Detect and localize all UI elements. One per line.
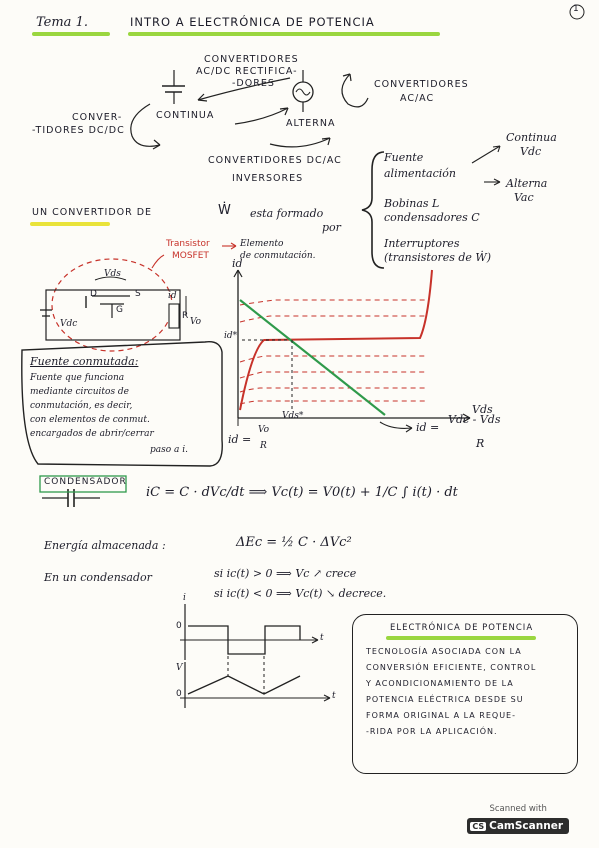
electronica-line-1: Tecnología asociada con la (366, 647, 522, 656)
electronica-highlight (386, 636, 536, 640)
condensador-rule-1: si ic(t) > 0 ⟹ Vc ↗ crece (214, 567, 357, 580)
acdc-line-1: CONVERTIDORES (204, 54, 299, 65)
acdc-line-2: AC/DC Rectifica- (196, 66, 298, 77)
item-alimentacion: alimentación (384, 167, 456, 180)
tema-label: Tema 1. (36, 15, 88, 30)
graph-id-star: id* (224, 331, 238, 341)
waveform-i-t: t (320, 633, 324, 643)
electronica-box (352, 614, 578, 774)
fuente-line-4: con elementos de conmut. (30, 415, 150, 425)
waveform-v-axis: V (176, 663, 183, 673)
conmutacion-line-1: Elemento (240, 239, 284, 249)
graph-vds-star: Vds* (282, 411, 304, 421)
energia-label: Energía almacenada : (44, 539, 166, 552)
alterna-type: Alterna (506, 177, 548, 190)
composition-highlight (30, 222, 110, 226)
electronica-line-2: conversión eficiente, control (366, 663, 537, 672)
acdc-line-3: -DORES (232, 78, 275, 89)
fuente-line-6: paso a i. (150, 445, 188, 455)
vdc-label: Vdc (60, 319, 78, 329)
acac-line-2: AC/AC (400, 93, 435, 104)
fuente-line-3: conmutación, es decir, (30, 401, 133, 411)
source-label: S (135, 289, 141, 299)
dcac-line-2: INVERSORES (232, 173, 304, 184)
tema-highlight (32, 32, 110, 36)
scanner-brand: CamScanner (489, 820, 563, 832)
item-condensadores: condensadores C (384, 211, 480, 224)
acac-line-1: CONVERTIDORES (374, 79, 469, 90)
item-fuente: Fuente (384, 151, 424, 164)
fuente-line-5: encargados de abrir/cerrar (30, 429, 154, 439)
graph-id-axis: id (232, 257, 243, 270)
title-highlight (128, 32, 440, 36)
item-bobinas: Bobinas L (384, 197, 440, 210)
composition-por: por (322, 221, 341, 234)
camscanner-icon: CS (470, 822, 487, 831)
vo-denominator: R (260, 441, 267, 451)
waveform-i-zero: 0 (176, 621, 182, 631)
id-eq-left: id = (228, 433, 252, 446)
resistor-label: R (182, 311, 189, 321)
frac-right-denominator: R (476, 437, 485, 450)
electronica-line-3: y acondicionamiento de la (366, 679, 514, 688)
page-number: 1 (573, 4, 579, 14)
mosfet-label: MOSFET (172, 251, 209, 261)
continua-type: Continua (506, 131, 557, 144)
alterna-vac: Vac (514, 191, 534, 204)
dcdc-line-1: CONVER- (72, 112, 123, 123)
continua-label: CONTINUA (156, 110, 215, 121)
page-title: INTRO A ELECTRÓNICA DE POTENCIA (130, 15, 375, 29)
scanner-top-text: Scanned with (489, 804, 547, 814)
waveform-v-t: t (332, 691, 336, 701)
dcac-line-1: CONVERTIDORES DC/AC (208, 155, 342, 166)
circuit-id-label: id (168, 291, 177, 301)
waveform-v-zero: 0 (176, 689, 182, 699)
electronica-line-6: -rida por la aplicación. (366, 727, 498, 736)
energia-equation: ΔEc = ½ C · ΔVc² (236, 535, 352, 550)
continua-vdc: Vdc (520, 145, 542, 158)
graph-vds-axis: Vds (472, 403, 493, 416)
composition-symbol: Ẇ (218, 203, 231, 218)
electronica-line-4: potencia eléctrica desde su (366, 695, 524, 704)
vo-label: Vo (190, 317, 202, 327)
condensador-prefix: En un condensador (44, 571, 152, 584)
id-eq-right: id = (416, 421, 440, 434)
composition-prefix: UN CONVERTIDOR DE (32, 207, 153, 218)
frac-right-numerator: Vdc - Vds (448, 413, 501, 426)
alterna-label: ALTERNA (286, 118, 336, 129)
transistor-label: Transistor (166, 239, 210, 249)
condensador-rule-2: si ic(t) < 0 ⟹ Vc(t) ↘ decrece. (214, 587, 387, 600)
fuente-title: Fuente conmutada: (30, 355, 139, 368)
capacitor-equation: iC = C · dVc/dt ⟹ Vc(t) = V0(t) + 1/C ∫ … (146, 485, 458, 500)
vo-numerator: Vo (258, 425, 270, 435)
waveform-i-axis: i (183, 593, 186, 603)
conmutacion-line-2: de conmutación. (240, 251, 316, 261)
vds-label: Vds (104, 269, 121, 279)
gate-label: G (116, 305, 123, 315)
item-interruptores: Interruptores (384, 237, 460, 250)
drain-label: D (90, 289, 97, 299)
fuente-line-2: mediante circuitos de (30, 387, 130, 397)
dcdc-line-2: -TIDORES DC/DC (32, 125, 125, 136)
electronica-title: ELECTRÓNICA DE POTENCIA (390, 623, 534, 633)
electronica-line-5: forma original a la reque- (366, 711, 516, 720)
composition-suffix: esta formado (250, 207, 324, 220)
fuente-line-1: Fuente que funciona (30, 373, 125, 383)
condensador-title: CONDENSADOR (44, 477, 127, 487)
item-transistores: (transistores de Ẇ) (384, 251, 492, 264)
